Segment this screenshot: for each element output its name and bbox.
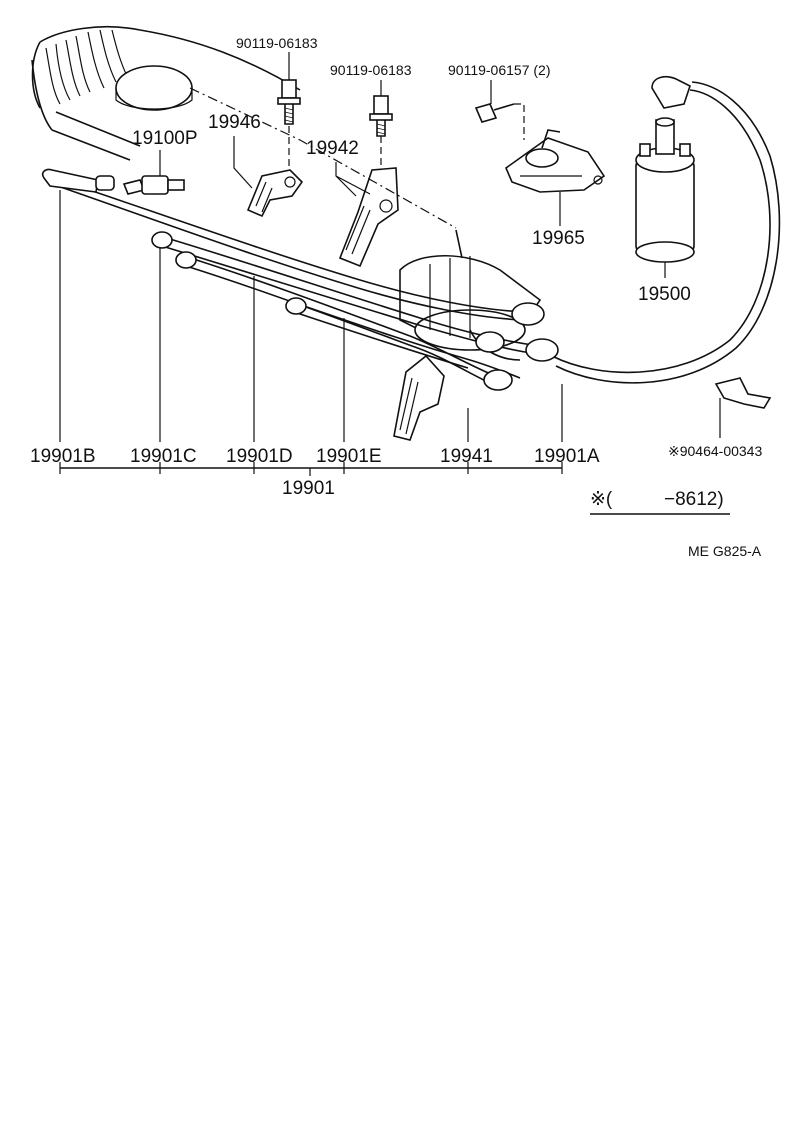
label-wire-b: 19901B <box>30 446 96 467</box>
bolt-3 <box>474 103 515 123</box>
label-wire-d: 19901D <box>226 446 293 467</box>
label-wire-e: 19901E <box>316 446 382 467</box>
note-mark: ※( <box>590 489 613 510</box>
bolt-1 <box>277 79 301 125</box>
label-clamp-19942: 19942 <box>306 138 359 159</box>
clamp-19942 <box>338 167 399 268</box>
cap-ellipse <box>115 65 193 111</box>
sensor-part <box>122 175 185 195</box>
ignition-wires <box>41 75 781 391</box>
note-range: −8612) <box>664 489 724 510</box>
leader-lines <box>159 52 721 438</box>
clip-90464 <box>714 377 772 409</box>
label-bolt-2: 90119-06183 <box>330 62 412 78</box>
engine-outline <box>31 25 301 161</box>
clamp-19946 <box>246 169 304 218</box>
label-wire-a: 19901A <box>534 446 600 467</box>
wire-set-bracket <box>59 190 563 476</box>
clamp-19941 <box>393 354 445 441</box>
label-wire-c: 19901C <box>130 446 197 467</box>
bolt-2 <box>369 95 393 137</box>
bracket-19965 <box>505 129 606 193</box>
label-sensor: 19100P <box>132 128 198 149</box>
label-bracket-19965: 19965 <box>532 228 585 249</box>
label-clamp-19941: 19941 <box>440 446 493 467</box>
label-bolt-1: 90119-06183 <box>236 35 318 51</box>
label-bolt-3: 90119-06157 (2) <box>448 62 550 78</box>
label-clip: ※90464-00343 <box>668 443 762 459</box>
label-coil: 19500 <box>638 284 691 305</box>
label-wire-set: 19901 <box>282 478 335 499</box>
label-clamp-19946: 19946 <box>208 112 261 133</box>
figure-code: ME G825-A <box>688 543 762 559</box>
ignition-coil <box>635 117 695 263</box>
